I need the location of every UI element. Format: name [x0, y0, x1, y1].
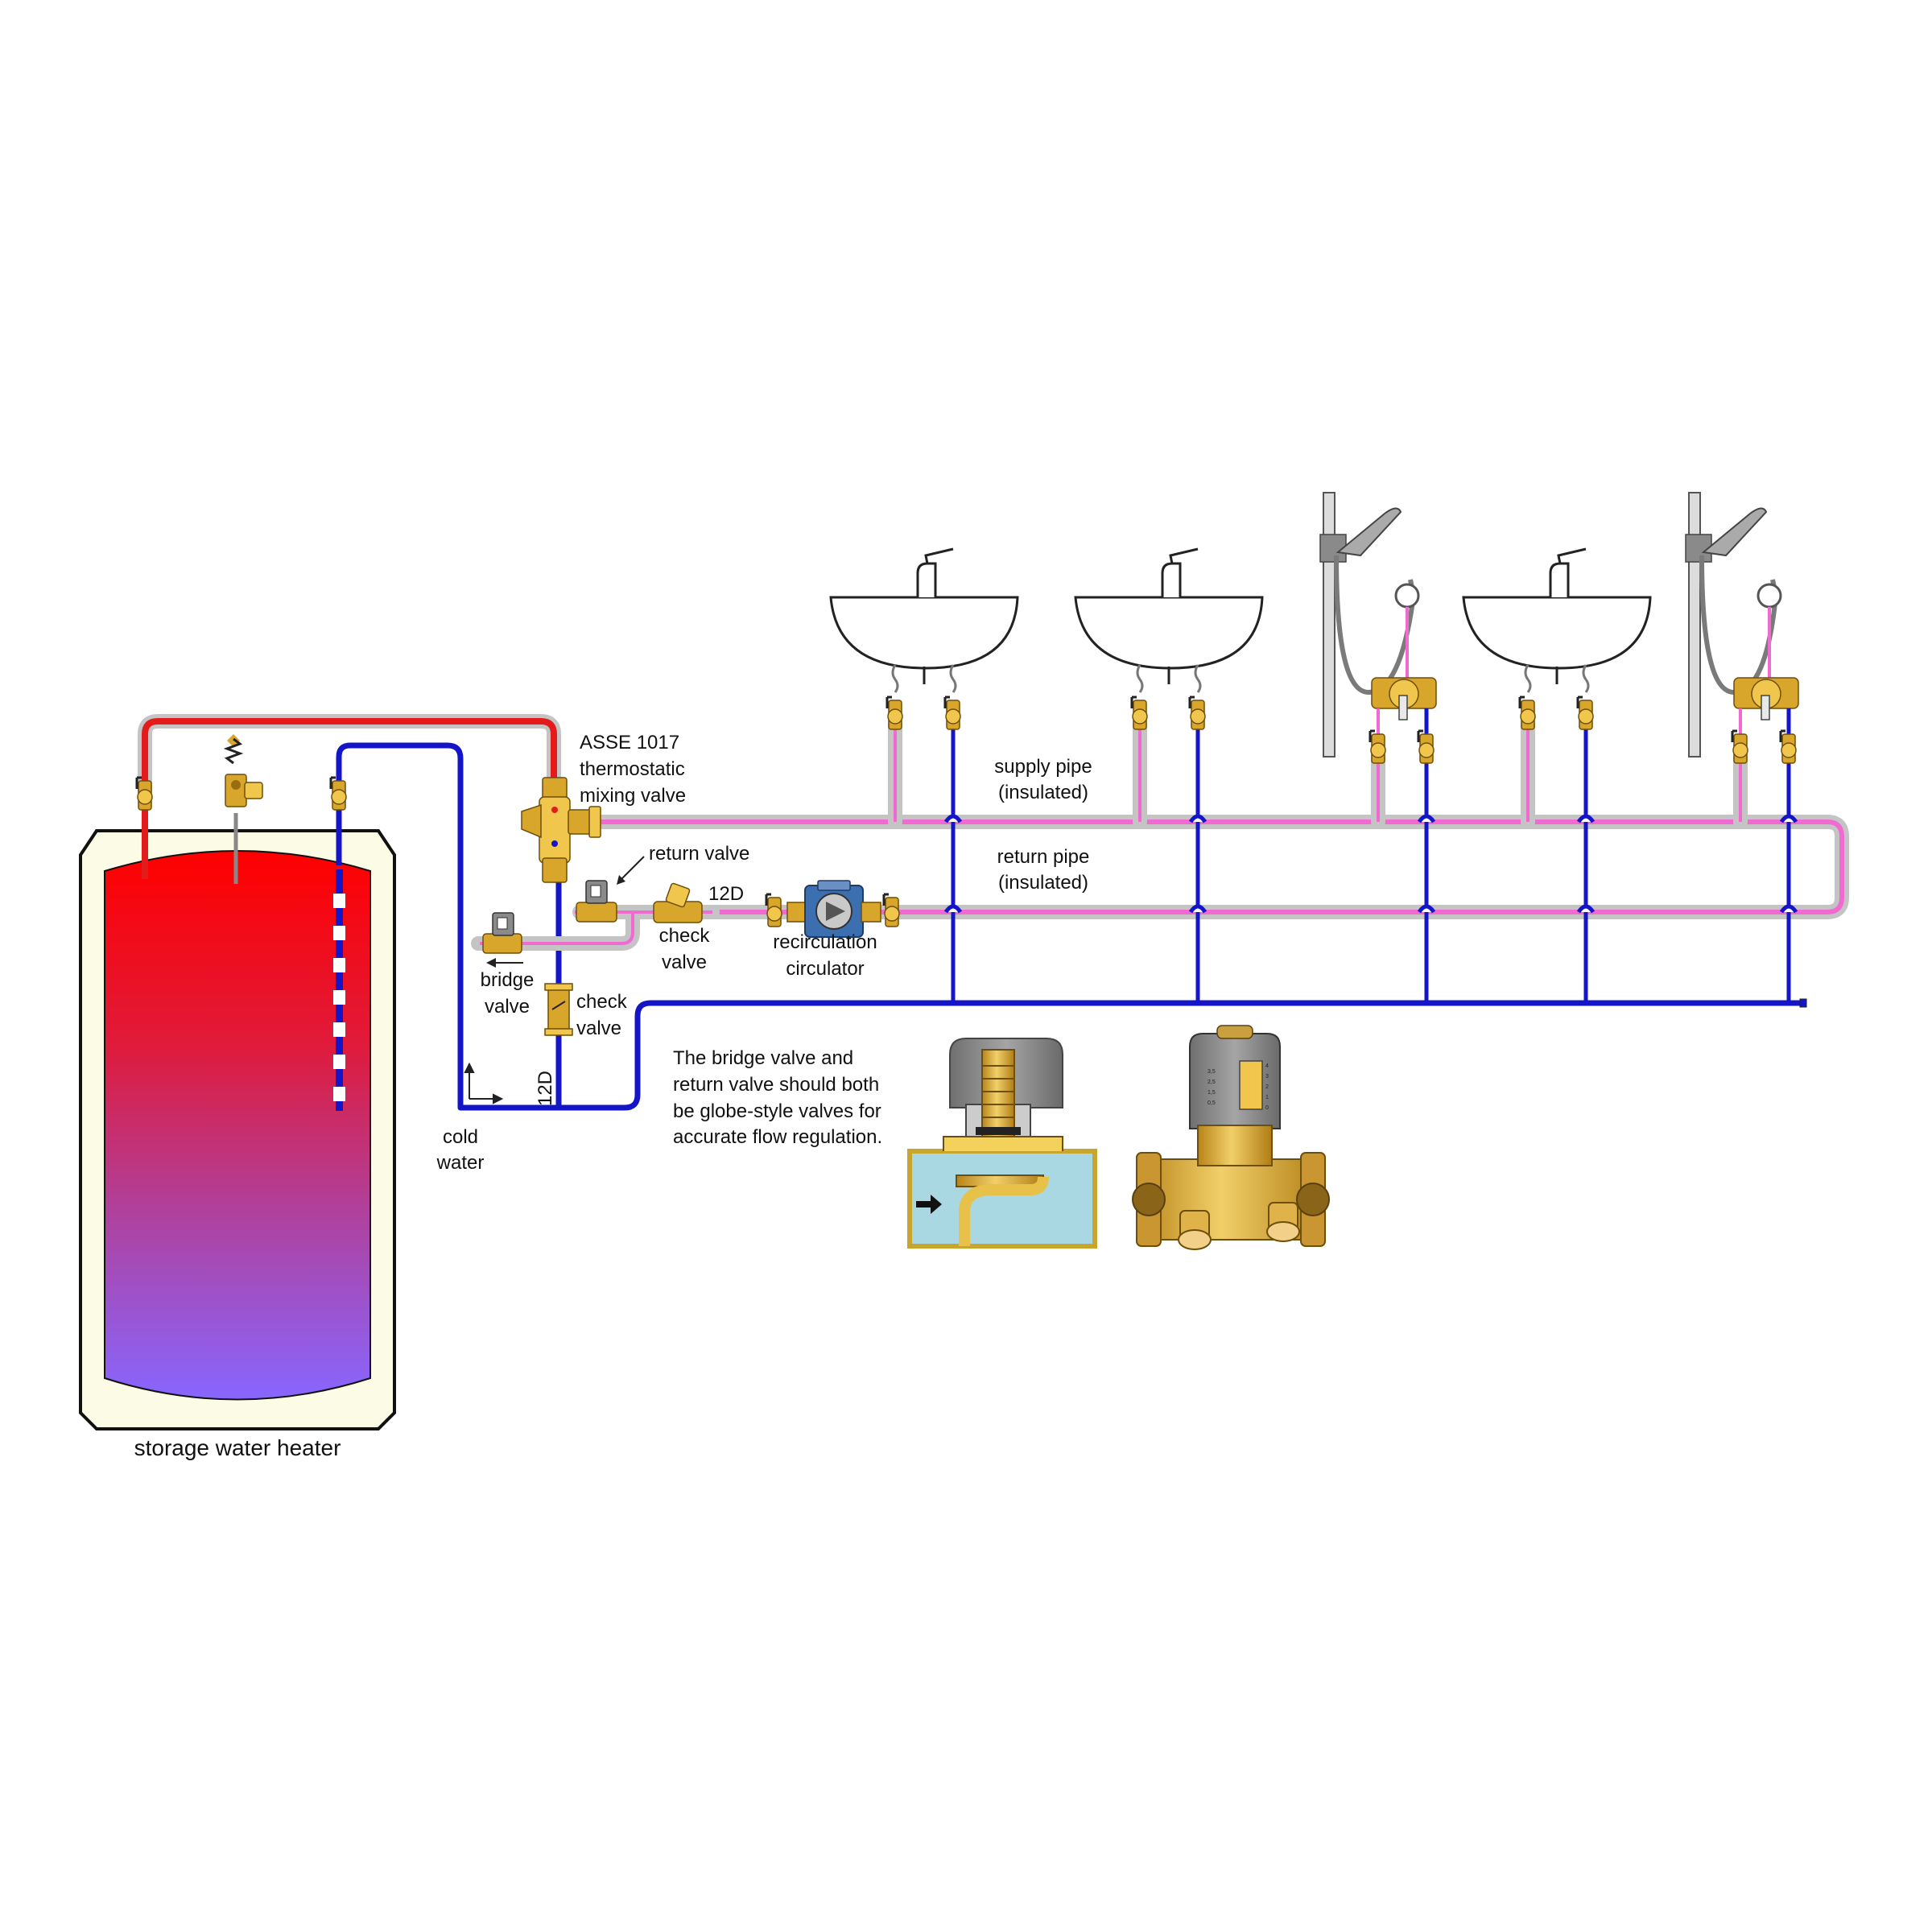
test-port-right — [1266, 1202, 1300, 1242]
cold-check-valve-label-1: check — [576, 991, 628, 1013]
supply-pipe — [592, 819, 1844, 914]
shower-mixer-valve[interactable] — [1733, 677, 1799, 720]
cold-water-flow-arrow — [464, 1062, 504, 1104]
note-line-1: The bridge valve and — [673, 1047, 853, 1069]
fixture-4-cold-stop[interactable] — [1576, 696, 1595, 731]
bridge-valve[interactable] — [482, 912, 522, 954]
svg-text:2,5: 2,5 — [1208, 1080, 1216, 1085]
return-check-valve-label-2: valve — [662, 952, 707, 973]
dip-tube-dashes — [333, 894, 345, 1101]
svg-text:2: 2 — [1265, 1084, 1269, 1090]
fixture-4-lavatory — [1462, 547, 1652, 693]
twelve-d-vertical-label: 12D — [535, 1071, 556, 1106]
shower-hose — [1334, 555, 1417, 696]
globe-valve-scale: 3,5 2,5 1,5 0,5 4 3 2 1 0 — [1208, 1063, 1269, 1111]
svg-text:1: 1 — [1265, 1095, 1269, 1100]
recirculation-circulator[interactable] — [765, 880, 901, 938]
bridge-valve-label-2: valve — [485, 996, 530, 1018]
circulator-rotation-icon — [826, 902, 845, 921]
svg-text:3,5: 3,5 — [1208, 1069, 1216, 1075]
shower-head-icon — [1701, 507, 1768, 557]
supply-pipe-label-1: supply pipe — [994, 756, 1092, 778]
storage-water-heater-label: storage water heater — [134, 1435, 341, 1460]
thermostatic-mixing-valve[interactable] — [521, 777, 601, 883]
faucet-icon[interactable] — [916, 547, 954, 597]
return-valve-leader — [617, 856, 645, 885]
bridge-flow-arrow — [486, 958, 523, 968]
hot-outlet-ball-valve[interactable] — [135, 776, 154, 811]
hot-supply-insulation — [138, 714, 561, 836]
circulator-label-2: circulator — [786, 958, 864, 980]
svg-text:4: 4 — [1265, 1063, 1269, 1069]
mixing-valve-label-2: thermostatic — [580, 758, 685, 780]
return-valve[interactable] — [576, 880, 617, 923]
mixing-valve-knob-icon[interactable] — [521, 803, 542, 839]
fixture-2-cold-stop[interactable] — [1188, 696, 1207, 731]
faucet-icon[interactable] — [1549, 547, 1587, 597]
mixing-valve-label-1: ASSE 1017 — [580, 732, 679, 753]
test-port-left — [1178, 1210, 1212, 1250]
return-branch-pipe — [480, 912, 634, 945]
twelve-d-horizontal-label: 12D — [708, 883, 744, 905]
cold-check-valve[interactable] — [544, 983, 573, 1036]
faucet-icon[interactable] — [1161, 547, 1199, 597]
fixture-2-lavatory — [1074, 547, 1264, 693]
fixture-3-shower — [1319, 492, 1437, 758]
relief-spring-icon — [223, 737, 244, 765]
fixture-5-hot-stop[interactable] — [1731, 729, 1749, 765]
shower-head-icon — [1335, 507, 1402, 557]
svg-text:0,5: 0,5 — [1208, 1100, 1216, 1106]
return-pipe-label-2: (insulated) — [998, 872, 1088, 894]
globe-valve-product-illustration: 3,5 2,5 1,5 0,5 4 3 2 1 0 — [1132, 1025, 1330, 1250]
cold-inlet-pipe — [336, 742, 559, 1111]
fixture-1-hot-stop[interactable] — [886, 696, 904, 731]
return-pipe-label-1: return pipe — [997, 846, 1090, 868]
supply-return-insulation — [588, 815, 1849, 919]
hot-supply-pipe — [142, 718, 557, 805]
fixture-1-lavatory — [829, 547, 1019, 693]
cold-water-label-1: cold — [443, 1126, 478, 1148]
svg-text:0: 0 — [1265, 1105, 1269, 1111]
fixture-4-hot-stop[interactable] — [1518, 696, 1537, 731]
fixture-1-cold-stop[interactable] — [943, 696, 962, 731]
mixing-valve-label-3: mixing valve — [580, 785, 686, 807]
note-line-2: return valve should both — [673, 1074, 879, 1096]
bridge-valve-label-1: bridge — [481, 969, 535, 991]
cold-check-valve-label-2: valve — [576, 1018, 621, 1039]
cold-inlet-ball-valve[interactable] — [329, 776, 348, 811]
shower-mixer-valve[interactable] — [1371, 677, 1437, 720]
note-line-3: be globe-style valves for — [673, 1100, 881, 1122]
globe-valve-cutaway-illustration — [907, 1038, 1097, 1249]
cold-water-main — [559, 1000, 1803, 1111]
svg-text:1,5: 1,5 — [1208, 1090, 1216, 1096]
tp-relief-valve — [223, 734, 263, 807]
fixture-2-hot-stop[interactable] — [1130, 696, 1149, 731]
supply-pipe-label-2: (insulated) — [998, 782, 1088, 803]
cold-main-end-cap — [1799, 998, 1807, 1008]
fixture-3-cold-stop[interactable] — [1417, 729, 1435, 765]
storage-water-heater — [79, 809, 396, 1430]
cold-water-label-2: water — [436, 1152, 485, 1174]
svg-text:3: 3 — [1265, 1074, 1269, 1080]
fixture-5-cold-stop[interactable] — [1779, 729, 1798, 765]
fixture-3-hot-stop[interactable] — [1368, 729, 1387, 765]
return-check-valve[interactable] — [653, 882, 703, 923]
tank-water — [104, 850, 371, 1401]
return-valve-label: return valve — [649, 843, 749, 865]
return-check-valve-label-1: check — [659, 925, 711, 947]
circulator-label-1: recirculation — [773, 931, 877, 953]
note-line-4: accurate flow regulation. — [673, 1126, 882, 1148]
fixture-5-shower — [1685, 492, 1799, 758]
shower-hose — [1699, 555, 1779, 696]
